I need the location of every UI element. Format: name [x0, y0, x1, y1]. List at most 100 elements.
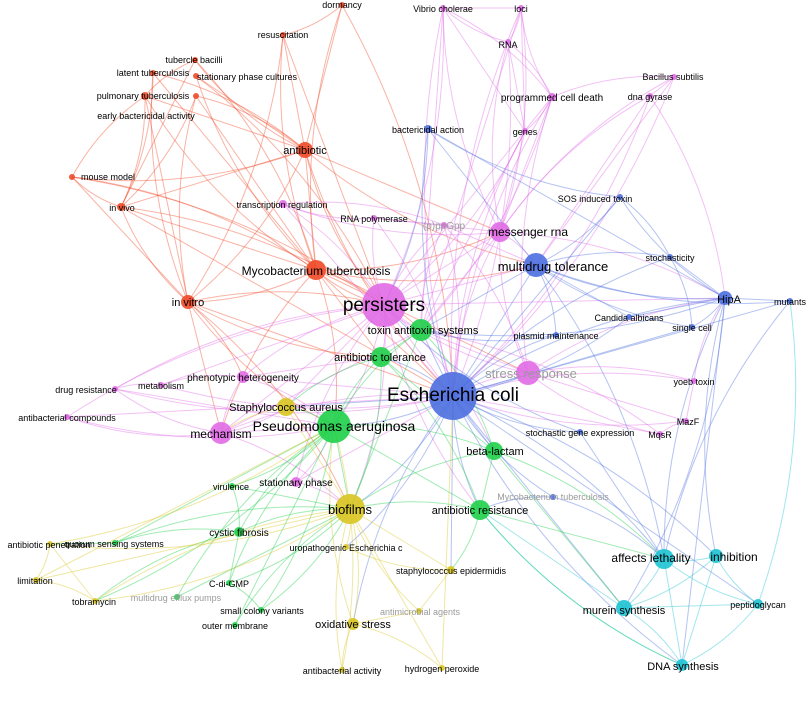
edge-in_vitro-ecoli	[187, 301, 454, 397]
node-virulence[interactable]	[229, 483, 235, 489]
node-biofilms[interactable]	[335, 494, 365, 524]
node-label-h2o2: hydrogen peroxide	[405, 664, 480, 674]
node-label-outer_mem: outer membrane	[202, 621, 268, 631]
edge-bsubtilis-pcd	[551, 75, 675, 98]
node-label-lethality: affects lethality	[611, 551, 690, 565]
node-stationary_cultures[interactable]	[193, 73, 199, 79]
node-abx_pen[interactable]	[47, 541, 53, 547]
node-lethality[interactable]	[654, 549, 674, 569]
node-early_bact[interactable]	[193, 93, 199, 99]
node-pheno[interactable]	[237, 371, 249, 383]
edge-rnapol-ppgpp	[373, 217, 445, 226]
node-cf[interactable]	[234, 527, 244, 537]
node-plasmid[interactable]	[553, 332, 559, 338]
node-genes[interactable]	[522, 128, 528, 134]
node-betalactam[interactable]	[485, 442, 503, 460]
edge-dormancy-ecoli	[341, 4, 454, 397]
edge-plasmid-tas	[420, 329, 557, 342]
node-antimicrobial[interactable]	[416, 608, 422, 614]
node-bact_action[interactable]	[424, 125, 432, 133]
edge-antibact_comp-mechanism	[66, 416, 222, 437]
node-pcd[interactable]	[548, 93, 556, 101]
node-metabolism[interactable]	[158, 382, 164, 388]
edge-vibrio-pcd	[442, 7, 553, 98]
node-vibrio[interactable]	[440, 5, 446, 11]
edge-persisters-abx_res	[383, 304, 481, 511]
node-scv[interactable]	[258, 607, 264, 613]
node-rna[interactable]	[505, 39, 511, 45]
node-tas[interactable]	[410, 319, 432, 341]
node-rnapol[interactable]	[371, 215, 377, 221]
node-dormancy[interactable]	[339, 2, 345, 8]
node-ppgpp[interactable]	[441, 222, 447, 228]
node-in_vivo[interactable]	[117, 203, 125, 211]
node-label-rnapol: RNA polymerase	[340, 214, 408, 224]
node-abx_res[interactable]	[470, 500, 490, 520]
node-stat_phase[interactable]	[291, 477, 301, 487]
node-cdigmp[interactable]	[226, 580, 232, 586]
node-sos[interactable]	[617, 194, 623, 200]
node-single_cell[interactable]	[689, 324, 695, 330]
edge-efflux-biofilms	[176, 508, 351, 598]
node-antibact_comp[interactable]	[64, 414, 70, 420]
edge-resuscitation-mtb	[280, 34, 317, 271]
edge-pcd-tas	[420, 96, 553, 331]
edge-resuscitation-persisters	[282, 34, 385, 306]
node-latent_tb[interactable]	[150, 70, 156, 76]
node-yoeb[interactable]	[691, 378, 697, 384]
node-label-metabolism: metabolism	[138, 381, 184, 391]
node-pg[interactable]	[753, 599, 763, 609]
node-ecoli[interactable]	[429, 372, 477, 420]
node-mazf[interactable]	[683, 418, 689, 424]
node-tubercle_bacilli[interactable]	[192, 57, 198, 63]
node-candida[interactable]	[626, 314, 632, 320]
node-stress[interactable]	[516, 361, 540, 385]
node-stochasticity[interactable]	[667, 254, 673, 260]
node-mdt[interactable]	[524, 253, 548, 277]
node-mrna[interactable]	[490, 222, 510, 242]
edge-lethality-dnasyn	[663, 558, 683, 666]
node-inhibition[interactable]	[709, 549, 723, 563]
node-bsubtilis[interactable]	[671, 74, 677, 80]
node-murein[interactable]	[616, 600, 632, 616]
edge-mtb-abx_tol	[315, 269, 382, 358]
node-persisters[interactable]	[362, 283, 406, 327]
node-label-antimicrobial: antimicrobial agents	[380, 607, 461, 617]
edge-mechanism-tas	[220, 329, 422, 434]
node-sepi[interactable]	[447, 566, 455, 574]
node-mtb[interactable]	[306, 260, 326, 280]
node-transcription[interactable]	[279, 200, 287, 208]
node-mouse_model[interactable]	[69, 174, 75, 180]
node-label-loci: loci	[514, 4, 528, 14]
node-label-hipa: HipA	[717, 294, 742, 306]
node-limitation[interactable]	[33, 577, 39, 583]
node-antibact_act[interactable]	[339, 667, 345, 673]
node-paeru[interactable]	[317, 409, 351, 443]
node-mechanism[interactable]	[210, 422, 232, 444]
node-stoch_gene[interactable]	[577, 429, 583, 435]
node-resuscitation[interactable]	[280, 32, 286, 38]
node-in_vitro[interactable]	[181, 295, 195, 309]
edge-bact_action-persisters	[383, 128, 429, 306]
node-saureus[interactable]	[277, 398, 295, 416]
edge-latent_tb-in_vivo	[120, 72, 154, 208]
node-mqsr[interactable]	[657, 431, 663, 437]
node-tobramycin[interactable]	[92, 598, 98, 604]
edge-bact_action-mdt	[427, 128, 537, 266]
node-mutants[interactable]	[787, 298, 793, 304]
node-mtb2[interactable]	[550, 494, 556, 500]
node-h2o2[interactable]	[439, 665, 445, 671]
node-hipa[interactable]	[718, 291, 732, 305]
node-dnasyn[interactable]	[676, 659, 688, 671]
node-outer_mem[interactable]	[232, 622, 238, 628]
node-loci[interactable]	[518, 5, 524, 11]
node-abx_tol[interactable]	[371, 347, 391, 367]
node-gyrase[interactable]	[647, 93, 653, 99]
node-oxstress[interactable]	[347, 618, 359, 630]
node-upec[interactable]	[343, 544, 349, 550]
node-pulmonary_tb[interactable]	[141, 92, 149, 100]
node-efflux[interactable]	[174, 594, 180, 600]
node-drug_res[interactable]	[112, 386, 118, 392]
node-qs[interactable]	[112, 540, 118, 546]
node-antibiotic[interactable]	[297, 142, 313, 158]
